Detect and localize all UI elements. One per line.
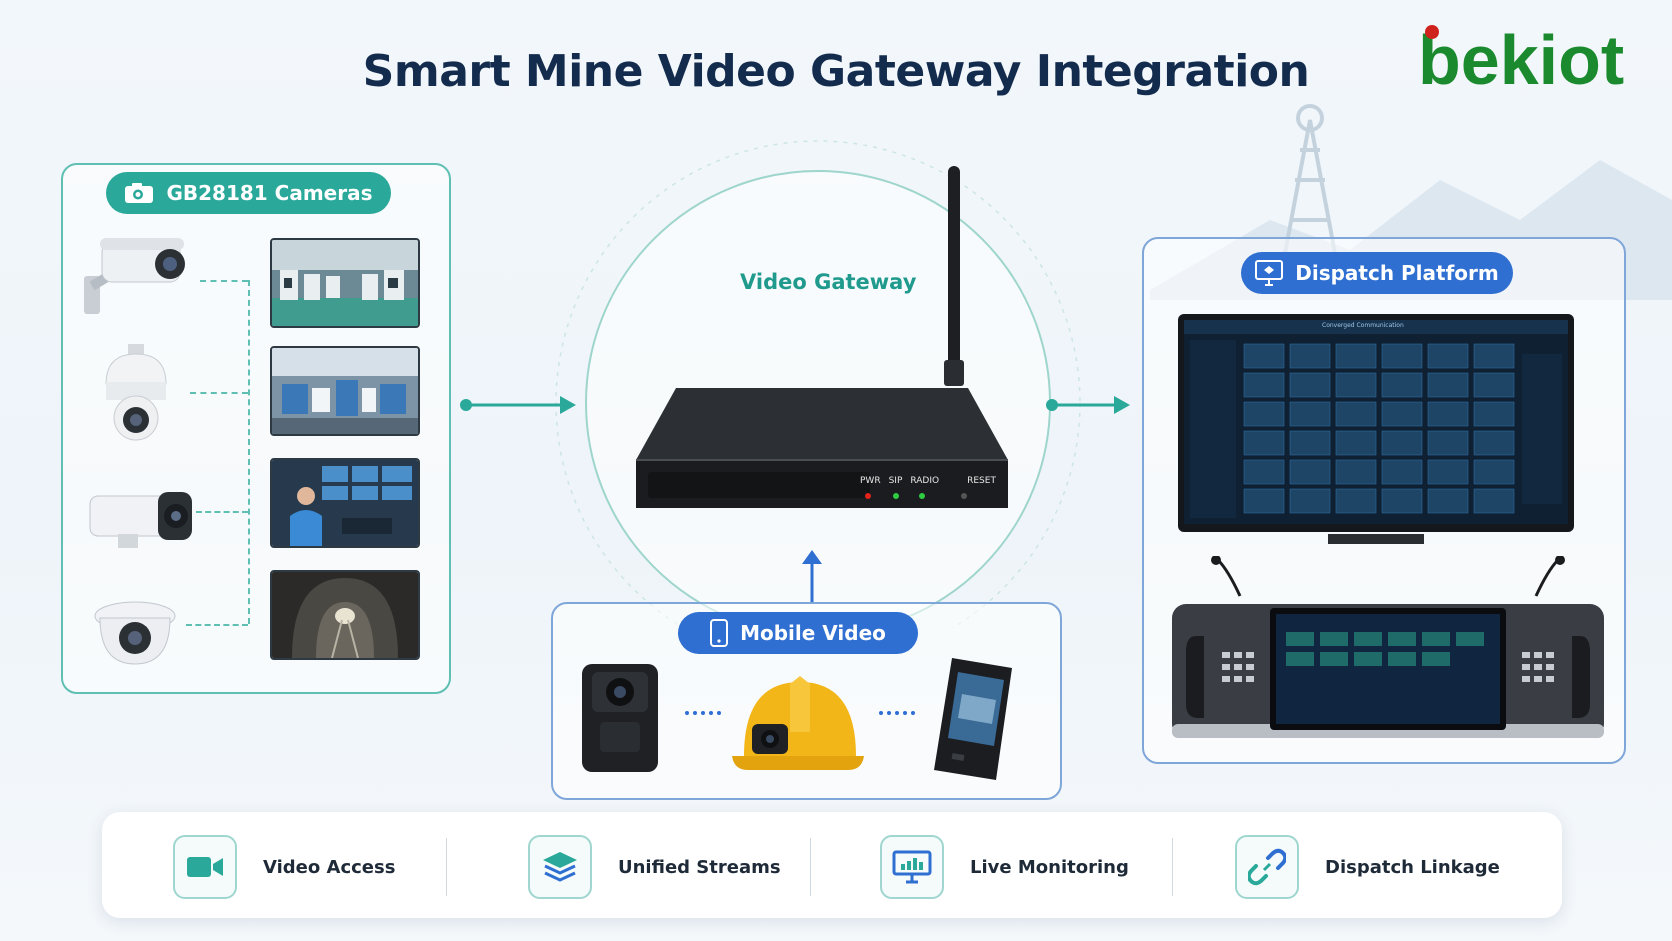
page-title: Smart Mine Video Gateway Integration: [362, 46, 1310, 97]
camera-connector-4: [186, 624, 248, 626]
smart-helmet-device: [732, 676, 864, 770]
camera-connector-2: [190, 392, 248, 394]
feature-unified-streams: Unified Streams: [528, 835, 781, 899]
dispatch-screen-tile: [1335, 459, 1377, 485]
camera-connector-vertical: [248, 280, 250, 624]
rugged-handset-device: [934, 658, 1012, 780]
feature-label-unified-streams: Unified Streams: [618, 856, 781, 878]
dispatch-screen-tile: [1335, 372, 1377, 398]
dispatch-screen-tile: [1289, 372, 1331, 398]
dispatch-screen-tile: [1473, 372, 1515, 398]
control-room-thumbnail: [270, 458, 420, 548]
dispatch-screen-tile: [1289, 401, 1331, 427]
workshop-thumbnail: [270, 346, 420, 436]
dispatch-screen-title: Converged Communication: [1322, 322, 1404, 329]
mobile-video-header: Mobile Video: [678, 612, 918, 654]
bekiot-logo: bekiot: [1418, 21, 1624, 99]
box-bullet-camera-device: [89, 492, 192, 548]
gateway-port-labels: PWR SIP RADIO RESET: [860, 476, 996, 486]
dispatch-screen-tile: [1381, 459, 1423, 485]
dispatch-screen-tile: [1289, 343, 1331, 369]
camera-icon: [125, 183, 154, 203]
bullet-camera-device: [84, 238, 185, 314]
dispatch-screen-tile: [1427, 459, 1469, 485]
feature-separator-2: [810, 838, 811, 896]
layers-icon: [528, 835, 592, 899]
dispatch-screen-tile: [1427, 372, 1469, 398]
dispatch-screen-tile: [1473, 488, 1515, 514]
dispatch-screen-tile: [1335, 343, 1377, 369]
svg-text:bekiot: bekiot: [1418, 21, 1624, 99]
dispatch-monitor-device: [1178, 314, 1574, 544]
dispatch-screen-tile: [1427, 430, 1469, 456]
dispatch-screen-tile: [1381, 430, 1423, 456]
arrow-gateway-to-dispatch: [1046, 396, 1130, 414]
feature-label-dispatch-linkage: Dispatch Linkage: [1325, 856, 1500, 878]
mobile-video-label: Mobile Video: [740, 621, 886, 645]
port-label-radio: RADIO: [910, 476, 940, 486]
arrow-cameras-to-gateway: [460, 396, 576, 414]
dispatch-screen-tile: [1473, 401, 1515, 427]
video-gateway-device: [636, 166, 1008, 508]
dispatch-screen-tile: [1243, 459, 1285, 485]
dispatch-screen-tile: [1335, 488, 1377, 514]
dispatch-screen-tile: [1243, 372, 1285, 398]
cameras-panel-header: GB28181 Cameras: [106, 172, 391, 214]
gateway-label: Video Gateway: [740, 270, 917, 294]
ptz-dome-camera-device: [105, 344, 167, 441]
mine-tunnel-thumbnail: [270, 570, 420, 660]
monitor-chart-icon: [880, 835, 944, 899]
feature-separator-3: [1172, 838, 1173, 896]
monitor-icon: [1255, 260, 1284, 286]
feature-label-video-access: Video Access: [263, 856, 396, 878]
dispatch-platform-label: Dispatch Platform: [1295, 261, 1499, 285]
dispatch-screen-tile: [1427, 488, 1469, 514]
dispatch-screen-tile: [1381, 343, 1423, 369]
feature-label-live-monitoring: Live Monitoring: [970, 856, 1129, 878]
mobile-phone-icon: [710, 619, 729, 647]
dispatch-screen-tile: [1243, 430, 1285, 456]
dispatch-screen-tile: [1289, 430, 1331, 456]
mobile-connector-1: [685, 711, 721, 715]
dispatch-screen-tile: [1427, 343, 1469, 369]
dispatch-screen-tile: [1243, 401, 1285, 427]
factory-floor-thumbnail: [270, 238, 420, 328]
dispatch-screen-tile: [1381, 488, 1423, 514]
dispatch-screen-tile: [1289, 459, 1331, 485]
dispatch-screen-tile: [1335, 430, 1377, 456]
feature-bar: [102, 812, 1562, 918]
dispatch-screen-tile: [1473, 459, 1515, 485]
dispatch-screen-tile: [1473, 343, 1515, 369]
mobile-connector-2: [879, 711, 915, 715]
dispatch-console-device: [1172, 556, 1604, 738]
link-icon: [1235, 835, 1299, 899]
camera-connector-3: [196, 511, 248, 513]
port-label-reset: RESET: [967, 476, 996, 486]
dispatch-screen-tile: [1473, 430, 1515, 456]
cameras-panel-label: GB28181 Cameras: [166, 181, 373, 205]
feature-video-access: Video Access: [173, 835, 396, 899]
port-label-pwr: PWR: [860, 476, 881, 486]
dispatch-screen-tile: [1381, 372, 1423, 398]
gateway-status-leds: [865, 493, 967, 499]
feature-separator-1: [446, 838, 447, 896]
dome-camera-device: [94, 601, 176, 665]
feature-live-monitoring: Live Monitoring: [880, 835, 1129, 899]
dispatch-screen-tile: [1243, 488, 1285, 514]
port-label-sip: SIP: [888, 476, 903, 486]
dispatch-screen-tile: [1289, 488, 1331, 514]
body-camera-device: [582, 664, 658, 772]
feature-dispatch-linkage: Dispatch Linkage: [1235, 835, 1500, 899]
camera-connector-1: [200, 280, 248, 282]
dispatch-screen-tile: [1427, 401, 1469, 427]
arrow-mobile-to-gateway: [802, 550, 822, 602]
dispatch-platform-header: Dispatch Platform: [1241, 252, 1513, 294]
dispatch-screen-tile: [1335, 401, 1377, 427]
dispatch-screen-tile: [1381, 401, 1423, 427]
video-camera-icon: [173, 835, 237, 899]
dispatch-screen-tile: [1243, 343, 1285, 369]
